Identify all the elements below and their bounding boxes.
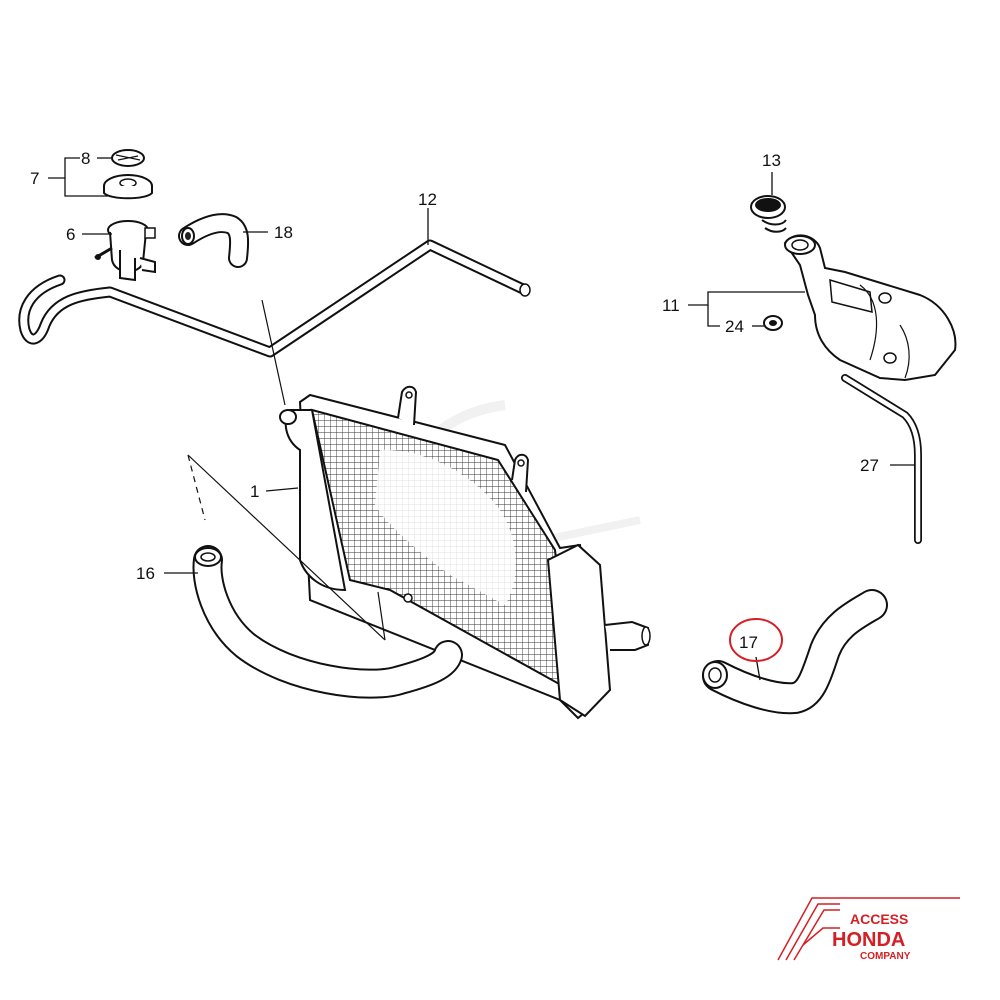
callout-12: 12 [418,190,437,209]
drain-tube-part-27[interactable] [841,374,922,544]
reservoir-cap-part-13[interactable] [750,195,787,233]
reserve-tank-part-11[interactable] [783,234,957,382]
access-honda-logo: ACCESS HONDA COMPANY [777,897,960,962]
callout-13: 13 [762,151,781,170]
upper-hose-part-17[interactable] [702,589,888,715]
radiator-part-1[interactable] [279,385,651,720]
callout-8: 8 [81,149,90,168]
logo-line3: COMPANY [860,951,911,962]
logo-line1: ACCESS [850,911,908,927]
leader-lines [48,157,915,681]
bypass-hose-part-18[interactable] [178,213,250,268]
callout-18: 18 [274,223,293,242]
overflow-tube-part-12[interactable] [18,239,531,358]
callout-16: 16 [136,564,155,583]
highlight-circle [729,618,783,662]
callout-labels: 7 8 6 18 12 13 11 24 27 1 16 17 [30,149,879,652]
callout-6: 6 [66,225,75,244]
lower-hose-part-16[interactable] [192,545,463,699]
callout-17: 17 [739,633,758,652]
callout-27: 27 [860,456,879,475]
filler-neck-part-6[interactable] [94,220,156,282]
guide-lines [187,299,386,641]
callout-1: 1 [250,482,259,501]
callout-7: 7 [30,169,39,188]
grommet-part-24[interactable] [763,315,783,331]
logo-line2: HONDA [832,929,905,951]
radiator-cap-part-7[interactable] [103,174,153,200]
callout-24: 24 [725,317,744,336]
callout-11: 11 [662,296,680,315]
cap-seal-part-8[interactable] [111,149,145,167]
